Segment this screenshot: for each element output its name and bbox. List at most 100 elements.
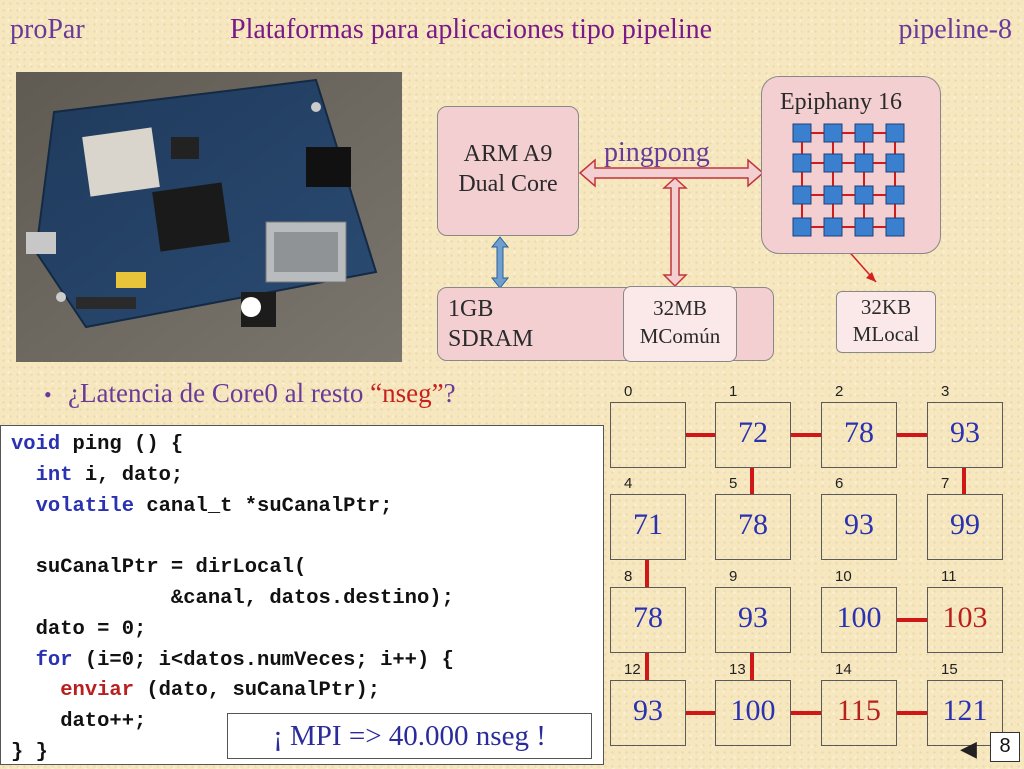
- mesh-link-vertical: [750, 468, 754, 494]
- latency-question: ¿Latencia de Core0 al resto “nseg”?: [68, 378, 456, 409]
- mesh-link-horizontal: [897, 618, 927, 622]
- code-text: [11, 649, 36, 672]
- mcomun-line1: 32MB: [653, 296, 707, 320]
- pingpong-label: pingpong: [604, 137, 710, 168]
- code-text: [11, 679, 60, 702]
- code-text: canal_t *suCanalPtr;: [134, 494, 393, 518]
- core-index-label: 14: [835, 661, 852, 678]
- slide-title: Plataformas para aplicaciones tipo pipel…: [230, 14, 713, 45]
- core-index-label: 12: [624, 661, 641, 678]
- slide-id: pipeline-8: [898, 14, 1012, 45]
- code-keyword: for: [35, 648, 73, 672]
- epiphany-label: Epiphany 16: [780, 89, 902, 115]
- nav-page-label: 8: [999, 735, 1011, 757]
- latency-value: 93: [738, 601, 768, 634]
- latency-value: 99: [950, 508, 980, 541]
- latency-value: 93: [633, 694, 663, 727]
- code-text: &canal, datos.destino);: [11, 586, 454, 610]
- latency-value: 121: [942, 694, 988, 727]
- code-line: void ping () {: [11, 430, 593, 461]
- latency-value: 72: [738, 416, 768, 449]
- mesh-link-horizontal: [686, 433, 715, 437]
- arm-line1: ARM A9: [463, 141, 553, 167]
- bullet-dot: •: [44, 382, 52, 407]
- arm-a9-block: ARM A9 Dual Core: [437, 106, 579, 236]
- code-line: [11, 522, 593, 553]
- latency-value: 78: [844, 416, 874, 449]
- sdram-line1: 1GB: [448, 296, 494, 322]
- local-memory-block: 32KB MLocal: [836, 291, 936, 353]
- parallella-board-photo: [16, 72, 402, 362]
- code-text: dato++;: [11, 710, 147, 734]
- code-text: i, dato;: [72, 463, 184, 487]
- mesh-link-horizontal: [686, 711, 715, 715]
- course-label: proPar: [10, 14, 85, 45]
- latency-value: 100: [730, 694, 776, 727]
- core-index-label: 15: [941, 661, 958, 678]
- code-text: [11, 464, 36, 487]
- arm-line2: Dual Core: [458, 171, 558, 197]
- latency-value: 103: [942, 601, 988, 634]
- code-text: } }: [11, 740, 48, 764]
- core-index-label: 2: [835, 383, 844, 400]
- code-line: suCanalPtr = dirLocal(: [11, 553, 593, 584]
- code-line: enviar (dato, suCanalPtr);: [11, 676, 593, 707]
- mesh-link-vertical: [750, 653, 754, 680]
- mesh-link-horizontal: [791, 433, 821, 437]
- core-cell: [715, 402, 791, 468]
- core-cell: [821, 402, 897, 468]
- latency-value: 78: [738, 508, 768, 541]
- core-cell: [821, 680, 897, 746]
- core-cell: [927, 587, 1003, 653]
- core-cell: [610, 587, 686, 653]
- core-cell: [715, 680, 791, 746]
- core-index-label: 11: [941, 568, 957, 585]
- question-suffix: ?: [443, 378, 456, 408]
- mesh-link-vertical: [962, 468, 966, 494]
- code-text: suCanalPtr = dirLocal(: [11, 556, 307, 580]
- core-index-label: 9: [729, 568, 738, 585]
- latency-value: 93: [950, 416, 980, 449]
- core-index-label: 0: [624, 383, 633, 400]
- core-cell: [610, 680, 686, 746]
- code-line: dato = 0;: [11, 615, 593, 646]
- code-listing: void ping () { int i, dato; volatile can…: [0, 425, 604, 765]
- code-text: (i=0; i<datos.numVeces; i++) {: [72, 648, 454, 672]
- code-line: dato++;: [11, 707, 593, 738]
- code-function: enviar: [60, 679, 135, 703]
- core-index-label: 8: [624, 568, 633, 585]
- core-index-label: 7: [941, 475, 950, 492]
- core-index-label: 6: [835, 475, 844, 492]
- latency-value: 100: [836, 601, 882, 634]
- core-index-label: 5: [729, 475, 738, 492]
- epiphany-block: Epiphany 16: [761, 76, 941, 254]
- core-cell: [715, 587, 791, 653]
- code-line: int i, dato;: [11, 461, 593, 492]
- core-index-label: 3: [941, 383, 950, 400]
- mesh-link-horizontal: [897, 711, 927, 715]
- core-index-label: 1: [729, 383, 738, 400]
- mlocal-line1: 32KB: [860, 295, 912, 319]
- question-highlight: “nseg”: [370, 378, 444, 408]
- epiphany-mesh: [792, 123, 905, 237]
- core-cell: [821, 494, 897, 560]
- code-text: (dato, suCanalPtr);: [134, 679, 381, 703]
- question-prefix: ¿Latencia de Core0 al resto: [68, 378, 371, 408]
- code-text: ping () {: [60, 433, 184, 456]
- core-index-label: 4: [624, 475, 633, 492]
- code-line: } }: [11, 738, 593, 769]
- code-keyword: int: [35, 463, 73, 487]
- latency-value: 115: [837, 694, 881, 727]
- nav-previous-icon[interactable]: ◀: [960, 736, 977, 761]
- code-keyword: void: [11, 433, 61, 456]
- nav-page-button[interactable]: 8: [990, 732, 1020, 762]
- core-cell: [715, 494, 791, 560]
- mesh-link-vertical: [645, 560, 649, 587]
- core-index-label: 10: [835, 568, 852, 585]
- code-text: [11, 495, 36, 518]
- code-line: for (i=0; i<datos.numVeces; i++) {: [11, 646, 593, 677]
- mesh-link-horizontal: [791, 711, 821, 715]
- core-cell: [610, 402, 686, 468]
- core-cell: [821, 587, 897, 653]
